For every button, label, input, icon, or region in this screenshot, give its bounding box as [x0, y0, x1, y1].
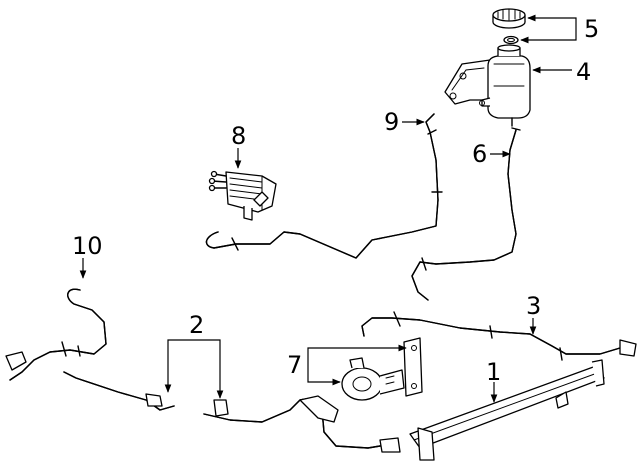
callout-6: 6	[472, 140, 488, 168]
callout-2: 2	[189, 311, 205, 339]
reservoir-feed-hose-part	[411, 127, 521, 301]
auxiliary-pump-part	[341, 337, 423, 401]
callout-7: 7	[287, 351, 303, 379]
leader-lines	[79, 14, 577, 403]
o-ring-seal-part	[503, 35, 519, 45]
pressure-hose-left-part	[5, 288, 107, 381]
callout-4: 4	[576, 58, 592, 86]
callout-8: 8	[231, 122, 247, 150]
fluid-reservoir-part	[444, 44, 531, 127]
callout-1: 1	[486, 358, 502, 386]
callout-10: 10	[72, 232, 103, 260]
cooler-return-hose-part	[205, 113, 443, 259]
callout-5: 5	[584, 15, 600, 43]
reservoir-cap-part	[492, 8, 526, 29]
callout-9: 9	[384, 108, 400, 136]
callout-3: 3	[526, 292, 542, 320]
cooler-tube-part	[409, 359, 605, 461]
cooler-hose-assembly-part	[63, 371, 401, 453]
return-hose-right-part	[361, 311, 637, 361]
oil-cooler-part	[208, 170, 277, 221]
